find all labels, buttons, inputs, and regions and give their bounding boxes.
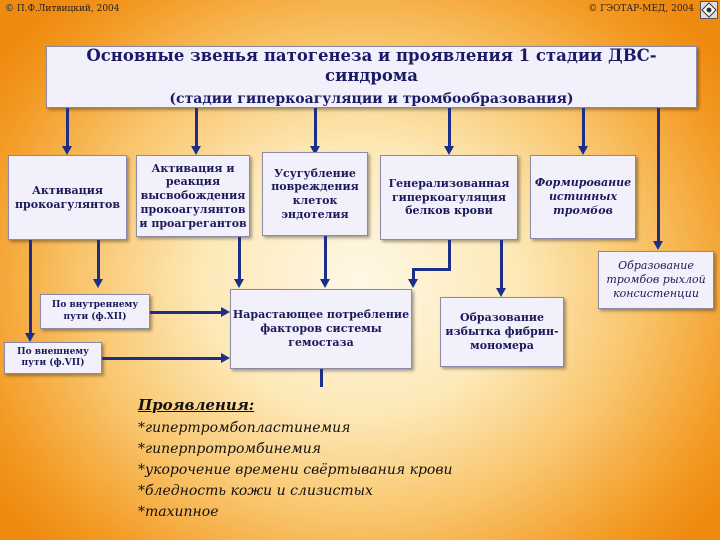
logo-icon xyxy=(700,1,718,19)
connector xyxy=(448,108,451,148)
box-label: Усугубление повреждения клеток эндотелия xyxy=(271,166,359,221)
box-label: Образование избытка фибрин-мономера xyxy=(445,311,559,352)
connector xyxy=(238,237,241,281)
list-item: *гиперпротромбинемия xyxy=(138,441,321,457)
box-fibrin-monomer: Образование избытка фибрин-мономера xyxy=(440,297,564,367)
box-true-thrombi: Формирование истинных тромбов xyxy=(530,155,636,239)
box-label: Образование тромбов рыхлой консистенции xyxy=(606,259,706,300)
arrow-down-icon xyxy=(234,279,244,288)
box-activation-release: Активация и реакция высвобождения прокоа… xyxy=(136,155,250,237)
arrow-down-icon xyxy=(93,279,103,288)
list-item: *укорочение времени свёртывания крови xyxy=(138,462,453,478)
connector xyxy=(448,240,451,268)
box-activation-procoagulants: Активация прокоагулянтов xyxy=(8,155,127,240)
connector xyxy=(314,108,317,148)
page-title: Основные звенья патогенеза и проявления … xyxy=(86,45,657,86)
arrow-down-icon xyxy=(191,146,201,155)
box-endothelium-damage: Усугубление повреждения клеток эндотелия xyxy=(262,152,368,236)
arrow-down-icon xyxy=(25,333,35,342)
arrow-down-icon xyxy=(444,146,454,155)
connector xyxy=(412,268,451,271)
connector xyxy=(102,357,222,360)
box-hypercoagulation: Генерализованная гиперкоагуляция белков … xyxy=(380,155,518,240)
box-extrinsic-path: По внешнему пути (ф.VII) xyxy=(4,342,102,374)
arrow-down-icon xyxy=(653,241,663,250)
arrow-down-icon xyxy=(408,279,418,288)
list-item: *тахипное xyxy=(138,504,219,520)
manifestations-block: Проявления: *гипертромбопластинемия *гип… xyxy=(138,396,558,536)
connector xyxy=(195,108,198,148)
box-intrinsic-path: По внутреннему пути (ф.XII) xyxy=(40,294,150,329)
connector xyxy=(97,240,100,281)
arrow-down-icon xyxy=(310,146,320,155)
box-label: Нарастающее потребление факторов системы… xyxy=(232,308,410,349)
connector xyxy=(324,236,327,281)
title-box: Основные звенья патогенеза и проявления … xyxy=(46,46,697,108)
connector xyxy=(320,369,323,387)
arrow-down-icon xyxy=(62,146,72,155)
box-label: По внутреннему пути (ф.XII) xyxy=(51,300,139,322)
author-note: © П.Ф.Литвицкий, 2004 xyxy=(5,4,120,14)
manifestations-heading: Проявления: xyxy=(138,396,255,414)
box-label: Генерализованная гиперкоагуляция белков … xyxy=(388,176,510,218)
box-consumption: Нарастающее потребление факторов системы… xyxy=(230,289,412,369)
connector xyxy=(657,108,660,242)
connector xyxy=(66,108,69,148)
connector xyxy=(412,268,415,281)
connector xyxy=(29,240,32,335)
arrow-down-icon xyxy=(578,146,588,155)
box-loose-thrombi: Образование тромбов рыхлой консистенции xyxy=(598,251,714,309)
page-subtitle: (стадии гиперкоагуляции и тромбообразова… xyxy=(169,90,574,107)
box-label: Активация прокоагулянтов xyxy=(15,183,120,211)
arrow-right-icon xyxy=(221,353,230,363)
connector xyxy=(150,311,222,314)
publisher-note: © ГЭОТАР-МЕД, 2004 xyxy=(588,4,694,14)
arrow-right-icon xyxy=(221,307,230,317)
arrow-down-icon xyxy=(496,288,506,297)
box-label: Формирование истинных тромбов xyxy=(534,176,632,217)
manifestations-list: *гипертромбопластинемия *гиперпротромбин… xyxy=(138,418,558,523)
list-item: *гипертромбопластинемия xyxy=(138,420,351,436)
arrow-down-icon xyxy=(320,279,330,288)
box-label: По внешнему пути (ф.VII) xyxy=(17,346,89,368)
connector xyxy=(500,240,503,290)
connector xyxy=(582,108,585,148)
box-label: Активация и реакция высвобождения прокоа… xyxy=(139,161,247,230)
list-item: *бледность кожи и слизистых xyxy=(138,483,373,499)
